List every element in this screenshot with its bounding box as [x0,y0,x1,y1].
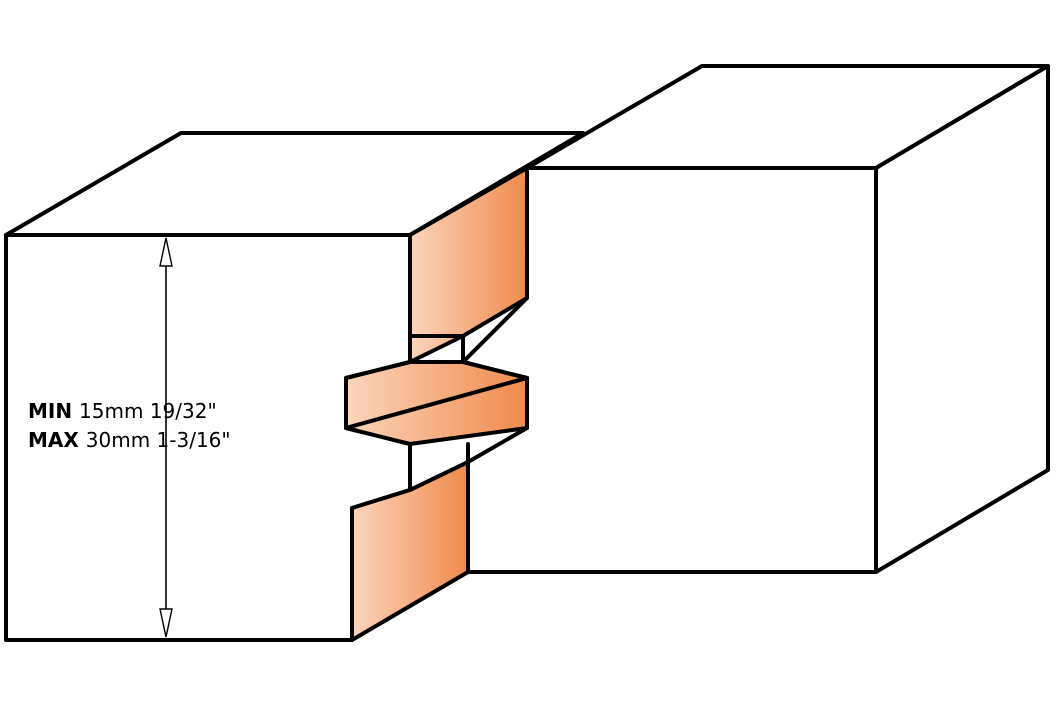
min-value: 15mm 19/32" [79,399,217,423]
max-value: 30mm 1-3/16" [86,428,231,452]
dimension-labels: MIN 15mm 19/32" MAX 30mm 1-3/16" [28,399,231,452]
tongue-ridge-edge [344,360,529,380]
thickness-dimension [159,237,173,638]
lower-step-edge [408,442,470,492]
dimension-arrow-bottom [159,608,173,638]
min-key: MIN [28,399,79,423]
min-thickness-label: MIN 15mm 19/32" [28,399,217,423]
right-block [461,64,1050,574]
max-thickness-label: MAX 30mm 1-3/16" [28,428,231,452]
dimension-arrow-top [159,237,173,267]
right-block-front-face [461,166,878,574]
joint-profile [344,166,529,642]
max-key: MAX [28,428,86,452]
lower-cut-face [350,460,470,642]
tongue-step-edge [408,334,465,364]
tongue-lower-face [344,376,529,446]
